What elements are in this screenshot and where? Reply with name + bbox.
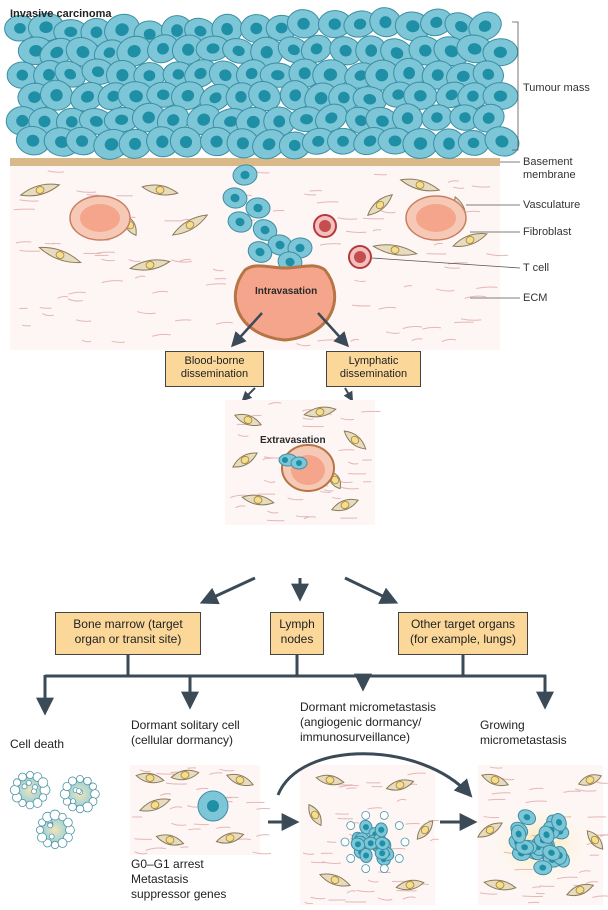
other-organs-box: Other target organs (for example, lungs) <box>398 612 528 655</box>
label-ecm: ECM <box>523 292 547 305</box>
label-extravasation: Extravasation <box>260 435 326 446</box>
outcome-arrows <box>45 675 545 712</box>
label-cell-death: Cell death <box>10 737 64 752</box>
label-dormant-cell: Dormant solitary cell (cellular dormancy… <box>131 718 240 748</box>
lymph-nodes-box: Lymph nodes <box>270 612 324 655</box>
label-tumour-mass: Tumour mass <box>523 82 590 95</box>
label-t-cell: T cell <box>523 262 549 275</box>
intravasation-vessel <box>235 266 334 340</box>
label-fibroblast: Fibroblast <box>523 226 571 239</box>
extravasation-panel <box>225 400 381 525</box>
footnote: G0–G1 arrest Metastasis suppressor genes <box>131 857 226 902</box>
blood-borne-box: Blood-borne dissemination <box>165 351 264 387</box>
basement-membrane <box>10 158 500 166</box>
tumour-mass <box>4 3 523 164</box>
diagram-title: Invasive carcinoma <box>10 8 112 20</box>
label-growing: Growing micrometastasis <box>480 718 567 748</box>
bone-marrow-box: Bone marrow (target organ or transit sit… <box>55 612 201 655</box>
dormant-cell-panel <box>130 765 271 855</box>
lymphatic-box: Lymphatic dissemination <box>326 351 421 387</box>
label-vasculature: Vasculature <box>523 199 580 212</box>
label-intravasation: Intravasation <box>255 286 317 297</box>
dormant-micrometastasis-panel <box>300 765 439 905</box>
growing-micrometastasis-panel <box>476 765 608 905</box>
distribution-bar <box>45 655 546 676</box>
label-dormant-micro: Dormant micrometastasis (angiogenic dorm… <box>300 700 436 745</box>
dead-cells <box>10 771 99 848</box>
label-basement-membrane: Basement membrane <box>523 156 576 182</box>
